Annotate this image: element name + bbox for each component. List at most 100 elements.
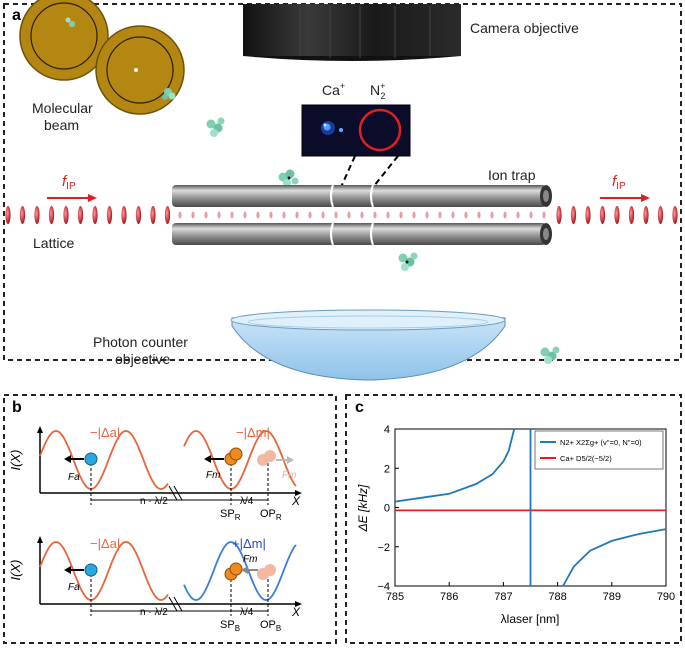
lattice-bead xyxy=(230,211,234,219)
lattice-bead xyxy=(477,211,481,219)
delta-m-label: −|Δm| xyxy=(236,425,270,440)
x-tick-label: 785 xyxy=(386,591,404,603)
molecule-icon xyxy=(206,117,225,137)
intensity-wave xyxy=(39,430,169,490)
x-axis-label: X xyxy=(291,494,301,508)
f-ip-arrow-left xyxy=(47,194,97,202)
intensity-wave xyxy=(183,430,297,490)
x-tick-label: 790 xyxy=(657,591,675,603)
intensity-wave xyxy=(183,541,297,601)
lattice-bead xyxy=(347,211,351,219)
y-axis-label: I(X) xyxy=(8,560,23,581)
lattice-bead xyxy=(628,206,635,224)
n2-ion-label: N+2 xyxy=(370,81,385,101)
lattice-bead xyxy=(48,206,55,224)
x-tick-label: 789 xyxy=(603,591,621,603)
lattice-diagram-blue-detuned: I(X) X −|Δa| +|Δm| Fa xyxy=(8,536,302,633)
lattice-bead xyxy=(321,211,325,219)
lattice-bead xyxy=(106,206,113,224)
distance-quarter-label: λ/4 xyxy=(240,607,254,618)
intensity-wave xyxy=(39,541,169,601)
lattice-diagram-red-detuned: I(X) X −|Δa| −|Δm| xyxy=(8,425,302,522)
n2-ion-series-line xyxy=(394,428,516,503)
distance-n-label: n · λ/2 xyxy=(140,607,168,618)
op-label: OPB xyxy=(260,619,281,633)
ca-ion-label: Ca+ xyxy=(322,81,345,98)
y-axis-label: ΔE [kHz] xyxy=(356,484,370,532)
force-m-ghost-label: Fm xyxy=(282,470,296,481)
lattice-bead xyxy=(570,206,577,224)
y-tick-label: −4 xyxy=(377,581,390,593)
lattice-bead xyxy=(178,211,182,219)
force-a-label: Fa xyxy=(68,472,80,483)
delta-m-label: +|Δm| xyxy=(232,536,266,551)
lattice-bead xyxy=(614,206,620,224)
lattice-bead xyxy=(542,211,546,219)
lattice-bead xyxy=(516,211,520,219)
lattice-bead xyxy=(308,211,312,219)
n2-ion-series-line-lower xyxy=(562,528,667,587)
panel-b-border xyxy=(3,394,337,644)
ion-trap xyxy=(172,184,552,246)
camera-objective xyxy=(243,4,461,61)
lattice-bead xyxy=(438,211,442,219)
lattice-bead xyxy=(204,211,208,219)
f-ip-label-left: fIP xyxy=(62,173,76,192)
panel-b: b I(X) X −|Δa| −|Δm| xyxy=(3,394,337,644)
lattice-bead xyxy=(464,211,468,219)
lattice-bead xyxy=(5,206,11,224)
sp-label: SPR xyxy=(220,508,241,522)
f-ip-label-right: fIP xyxy=(612,173,626,192)
lattice-bead xyxy=(217,211,221,219)
lattice-bead xyxy=(599,206,606,224)
lattice-bead xyxy=(672,206,678,224)
lattice-bead xyxy=(19,206,26,224)
molecule-icon xyxy=(540,346,560,364)
x-tick-label: 786 xyxy=(440,591,458,603)
lattice-bead xyxy=(243,211,247,219)
lattice-bead xyxy=(121,206,127,224)
molecule-icon xyxy=(398,252,418,271)
sp-label: SPB xyxy=(220,619,240,633)
force-m-label: Fm xyxy=(243,554,257,565)
lattice-bead xyxy=(643,206,649,224)
f-ip-arrow-right xyxy=(600,194,650,202)
lattice-bead xyxy=(412,211,416,219)
molecular-beam-label-1: Molecular xyxy=(32,100,93,116)
lattice-bead xyxy=(399,211,403,219)
lattice-bead xyxy=(191,211,195,219)
panel-a-label: a xyxy=(12,7,21,24)
op-label: OPR xyxy=(260,508,282,522)
panel-c-label: c xyxy=(355,399,364,416)
lattice-bead xyxy=(556,206,562,224)
camera-objective-label: Camera objective xyxy=(470,20,579,36)
y-tick-label: 0 xyxy=(384,503,390,515)
molecular-beam-label-2: beam xyxy=(44,117,79,133)
photon-counter-objective xyxy=(230,309,506,381)
delta-a-label: −|Δa| xyxy=(90,425,120,440)
legend-entry: N2+ X2Σg+ (v''=0, N''=0) xyxy=(560,438,642,447)
lattice-bead xyxy=(77,206,84,224)
lattice-bead xyxy=(164,206,171,224)
x-tick-label: 787 xyxy=(494,591,512,603)
x-tick-label: 788 xyxy=(548,591,566,603)
photon-counter-label-1: Photon counter xyxy=(93,334,188,350)
molecule-icon xyxy=(278,169,299,187)
y-tick-label: 2 xyxy=(384,463,390,475)
legend: N2+ X2Σg+ (v''=0, N''=0) Ca+ D5/2(−5/2) xyxy=(534,430,664,470)
lattice-bead xyxy=(585,206,591,224)
lattice-bead xyxy=(657,206,664,224)
y-axis-label: I(X) xyxy=(8,450,23,471)
photon-counter-label-2: objective xyxy=(115,351,170,367)
molecular-beam-discs xyxy=(19,0,185,115)
distance-quarter-label: λ/4 xyxy=(240,496,254,507)
lattice-bead xyxy=(135,206,142,224)
lattice-bead xyxy=(386,211,390,219)
force-a-label: Fa xyxy=(68,582,80,593)
lattice-bead xyxy=(490,211,494,219)
x-axis-label: X xyxy=(291,605,301,619)
force-m-label: Fm xyxy=(206,470,220,481)
lattice-bead xyxy=(269,211,273,219)
